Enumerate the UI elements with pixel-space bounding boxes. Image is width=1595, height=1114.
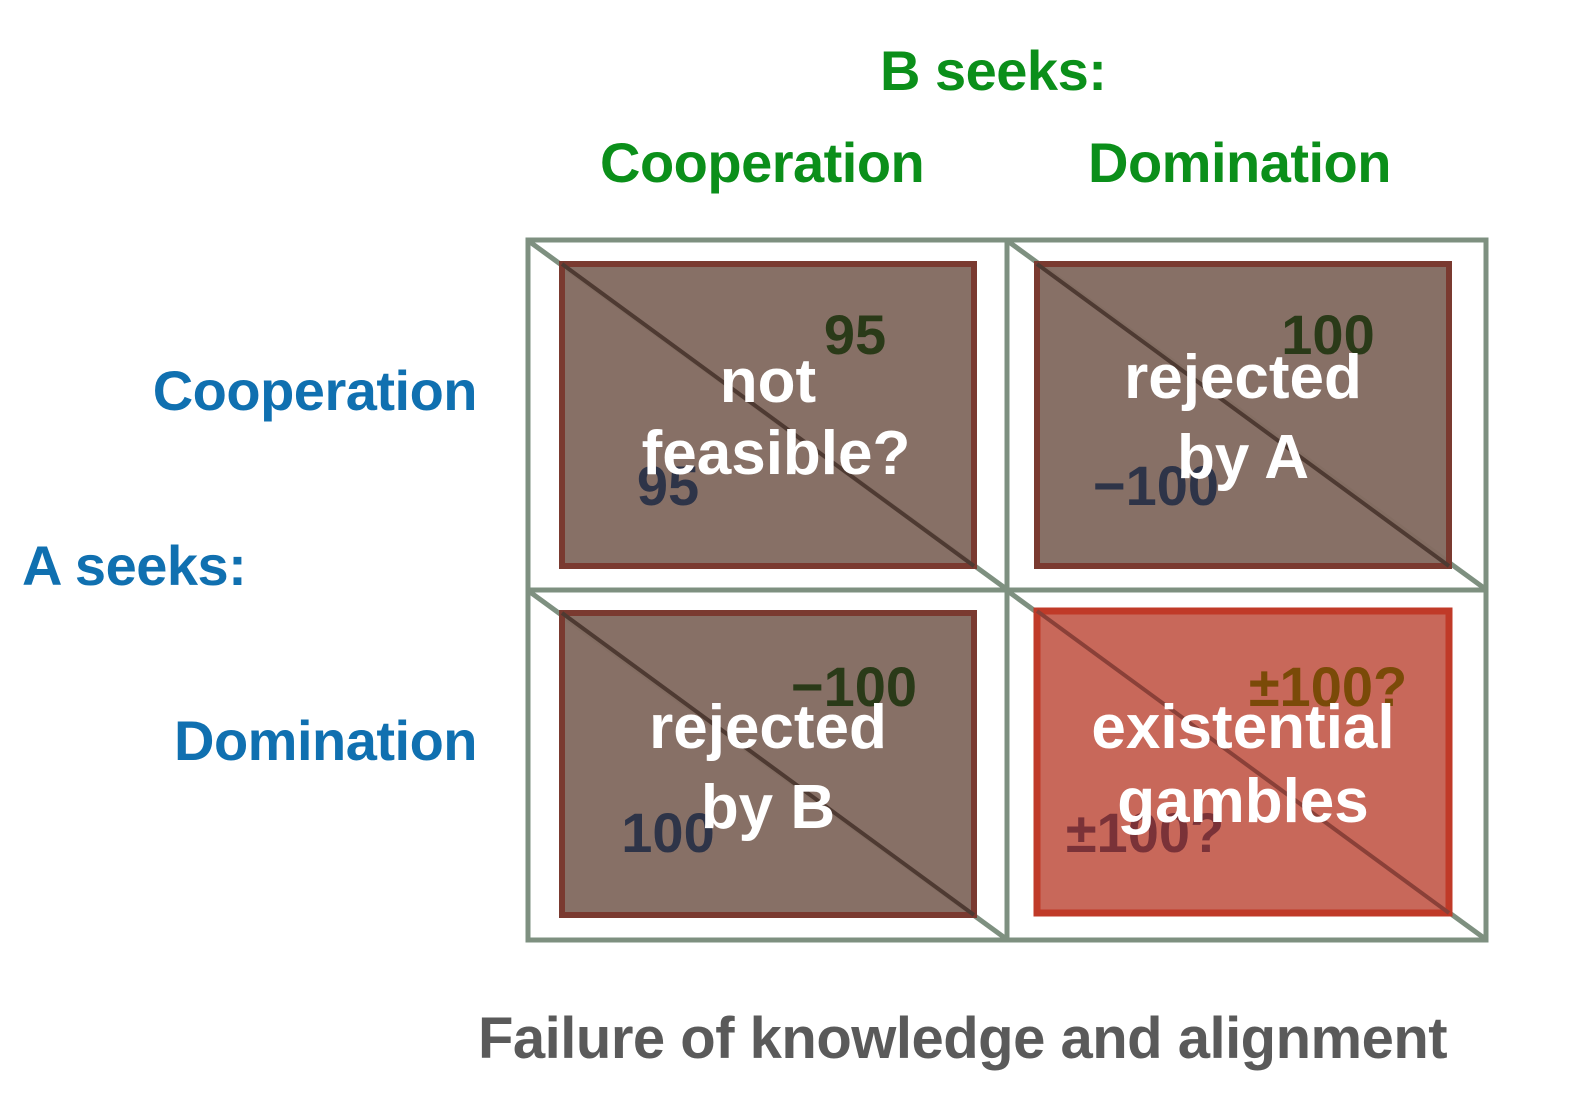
payoff-bottom: −100 [1093, 454, 1219, 517]
payoff-bottom: 95 [637, 454, 699, 517]
cell-label-line2: by B [701, 773, 835, 842]
row-header-cooperation: Cooperation [152, 359, 478, 422]
payoff-top: 100 [1281, 303, 1374, 366]
payoff-top: −100 [791, 655, 917, 718]
a-seeks-label: A seeks: [22, 534, 247, 597]
payoff-bottom: 100 [621, 801, 714, 864]
b-seeks-label: B seeks: [880, 39, 1107, 102]
cell-label-line2: by A [1177, 423, 1309, 492]
cell-dom-dom [1033, 607, 1453, 917]
cell-label-line1: rejected [649, 693, 887, 762]
cell-dom-coop [559, 610, 977, 918]
cell-label-line1: not [720, 347, 816, 416]
cell-label-line1: existential [1091, 693, 1394, 762]
payoff-top: ±100? [1249, 655, 1407, 718]
payoff-bottom: ±100? [1066, 801, 1224, 864]
cell-coop-dom [1034, 261, 1452, 569]
payoff-top: 95 [824, 303, 886, 366]
cell-diagonal [560, 611, 976, 917]
cell-diagonal [1035, 609, 1451, 915]
cell-diagonal [1035, 262, 1451, 568]
row-header-domination: Domination [174, 709, 477, 772]
cell-label-line2: gambles [1117, 767, 1369, 836]
column-header-cooperation: Cooperation [600, 131, 925, 194]
cell-label-line1: rejected [1124, 343, 1362, 412]
cell-label-line2: feasible? [642, 419, 911, 488]
cell-coop-coop [559, 261, 977, 569]
column-header-domination: Domination [1088, 131, 1391, 194]
figure-caption: Failure of knowledge and alignment [478, 1006, 1448, 1071]
cell-diagonal [560, 262, 976, 568]
